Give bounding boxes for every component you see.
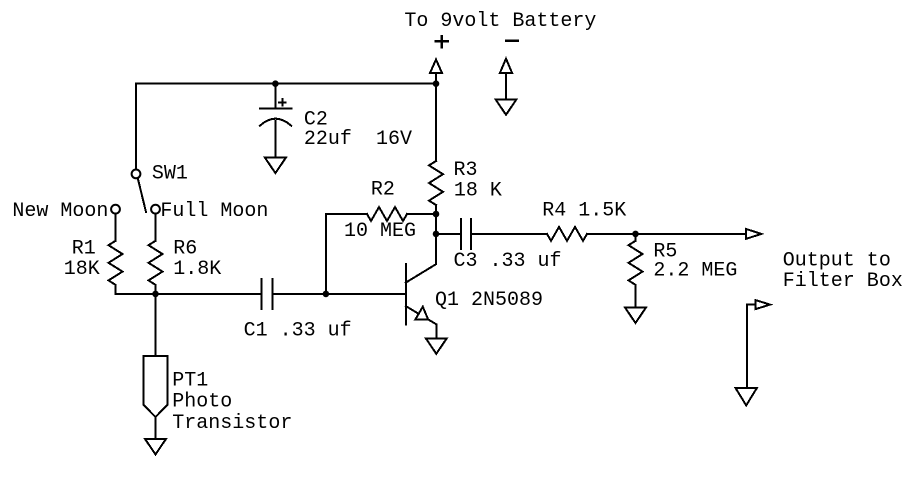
- svg-text:New Moon: New Moon: [12, 200, 108, 223]
- svg-text:C1 .33 uf: C1 .33 uf: [244, 319, 352, 342]
- svg-text:C3 .33 uf: C3 .33 uf: [454, 250, 562, 273]
- svg-text:Photo: Photo: [172, 391, 232, 414]
- svg-text:R6: R6: [173, 238, 197, 261]
- svg-text:R1: R1: [72, 238, 96, 261]
- svg-text:16V: 16V: [376, 128, 412, 151]
- svg-text:Full Moon: Full Moon: [160, 200, 268, 223]
- svg-text:SW1: SW1: [152, 163, 188, 186]
- svg-text:Q1 2N5089: Q1 2N5089: [435, 289, 543, 312]
- svg-text:18K: 18K: [64, 258, 100, 281]
- svg-text:22uf: 22uf: [304, 128, 352, 151]
- svg-text:To 9volt Battery: To 9volt Battery: [404, 10, 596, 33]
- svg-text:1.8K: 1.8K: [173, 258, 221, 281]
- svg-text:R5: R5: [653, 241, 677, 264]
- svg-text:R3: R3: [454, 159, 478, 182]
- svg-text:18 K: 18 K: [454, 180, 502, 203]
- svg-text:C2: C2: [304, 109, 328, 132]
- svg-text:Output to: Output to: [783, 250, 891, 273]
- svg-text:R4 1.5K: R4 1.5K: [542, 199, 626, 222]
- svg-text:10 MEG: 10 MEG: [344, 220, 416, 243]
- svg-text:2.2 MEG: 2.2 MEG: [653, 260, 737, 283]
- svg-text:Transistor: Transistor: [172, 412, 292, 435]
- svg-text:PT1: PT1: [172, 370, 208, 393]
- svg-text:Filter Box: Filter Box: [783, 270, 903, 293]
- svg-text:R2: R2: [371, 179, 395, 202]
